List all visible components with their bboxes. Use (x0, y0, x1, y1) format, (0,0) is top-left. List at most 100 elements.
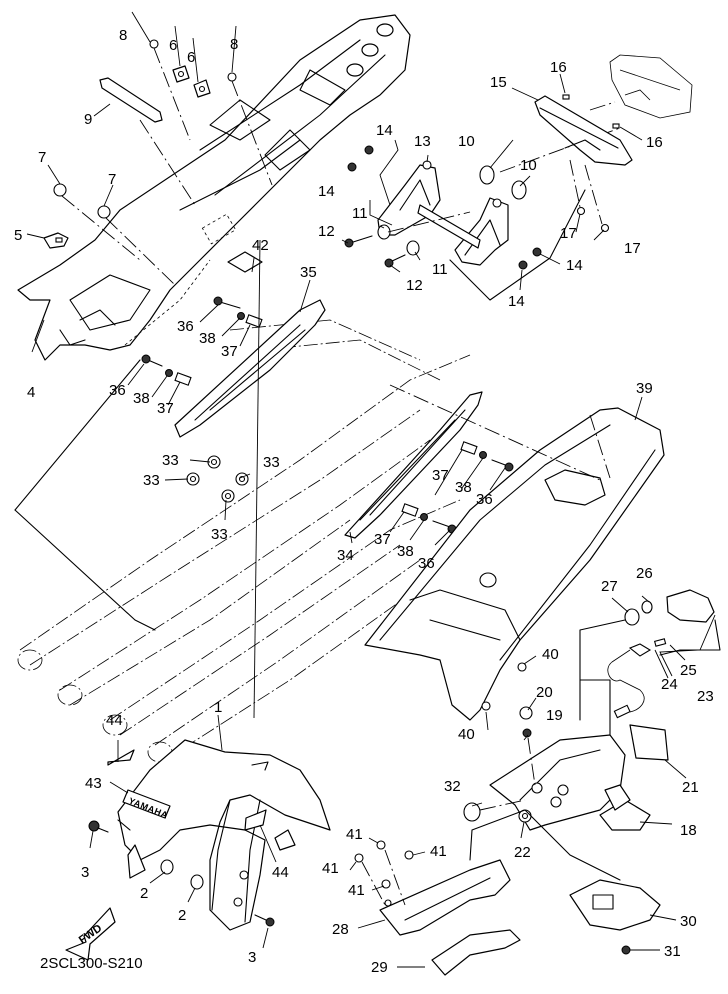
callout-4: 4 (27, 384, 35, 401)
side-rail-35 (174, 299, 326, 438)
callout-36: 36 (109, 382, 126, 399)
callout-16: 16 (646, 134, 663, 151)
callout-2: 2 (140, 885, 148, 902)
screws-14 (347, 145, 542, 270)
diagram-code: 2SCL300-S210 (40, 955, 143, 972)
callout-10: 10 (458, 133, 475, 150)
grab-bar-15 (534, 95, 633, 166)
callout-36: 36 (177, 318, 194, 335)
nuts-33 (186, 455, 249, 503)
callout-14: 14 (566, 257, 583, 274)
callout-37: 37 (432, 467, 449, 484)
undertray-39 (364, 407, 665, 721)
callout-24: 24 (661, 676, 678, 693)
grommets-2 (160, 859, 204, 890)
callout-41: 41 (430, 843, 447, 860)
callout-41: 41 (322, 860, 339, 877)
fender-decal-44 (107, 749, 267, 831)
callout-33: 33 (263, 454, 280, 471)
callout-15: 15 (490, 74, 507, 91)
dampers-10 (479, 165, 527, 200)
clip-nuts-6 (172, 65, 211, 98)
subframe-phantom (17, 319, 471, 763)
callout-18: 18 (680, 822, 697, 839)
clip-nut-5 (43, 232, 69, 249)
callout-37: 37 (157, 400, 174, 417)
callout-38: 38 (199, 330, 216, 347)
collars-11 (377, 224, 420, 256)
side-rail-34 (344, 391, 483, 539)
callout-30: 30 (680, 913, 697, 930)
bracket-28 (379, 859, 511, 936)
bracket-30 (569, 879, 661, 931)
screw-31 (621, 945, 631, 955)
callout-8: 8 (119, 27, 127, 44)
fastener-set-c (460, 441, 514, 472)
callout-21: 21 (682, 779, 699, 796)
fastener-set-a (213, 296, 263, 328)
fastener-set-d (401, 503, 457, 534)
callout-40: 40 (458, 726, 475, 743)
bolts-12 (344, 235, 406, 268)
callout-5: 5 (14, 227, 22, 244)
callout-17: 17 (560, 225, 577, 242)
label-42 (227, 251, 263, 273)
callout-11: 11 (432, 261, 448, 278)
callout-12: 12 (406, 277, 423, 294)
callout-23: 23 (697, 688, 714, 705)
callout-27: 27 (601, 578, 618, 595)
band-9 (99, 77, 163, 123)
callout-35: 35 (300, 264, 317, 281)
callout-2: 2 (178, 907, 186, 924)
callout-13: 13 (414, 133, 431, 150)
callout-3: 3 (81, 864, 89, 881)
rivets-7 (53, 183, 111, 219)
callout-33: 33 (162, 452, 179, 469)
callout-28: 28 (332, 921, 349, 938)
license-bracket-18 (489, 734, 651, 831)
callout-7: 7 (108, 171, 116, 188)
callout-10: 10 (520, 157, 537, 174)
leader-lines (26, 11, 716, 968)
callout-25: 25 (680, 662, 697, 679)
rear-fender-assembly (17, 14, 411, 361)
callout-7: 7 (38, 149, 46, 166)
callout-labels: 1 2 2 3 3 4 5 6 6 7 7 8 8 9 10 10 11 11 … (14, 27, 714, 976)
fastener-set-b (141, 354, 192, 386)
callout-43: 43 (85, 775, 102, 792)
callout-8: 8 (230, 36, 238, 53)
nuts-16 (562, 94, 620, 129)
callout-29: 29 (371, 959, 388, 976)
bolts-3 (88, 820, 275, 927)
callout-9: 9 (84, 111, 92, 128)
callout-33: 33 (143, 472, 160, 489)
callout-3: 3 (248, 949, 256, 966)
reflector-21 (629, 724, 669, 761)
callout-20: 20 (536, 684, 553, 701)
callout-37: 37 (374, 531, 391, 548)
callout-42: 42 (252, 237, 269, 254)
callout-39: 39 (636, 380, 653, 397)
callout-40: 40 (542, 646, 559, 663)
callout-26: 26 (636, 565, 653, 582)
turn-signal-assembly (607, 589, 715, 719)
callout-41: 41 (346, 826, 363, 843)
callout-31: 31 (664, 943, 681, 960)
small-parts-19-20-22-32 (463, 706, 533, 823)
callout-6: 6 (187, 49, 195, 66)
callout-38: 38 (133, 390, 150, 407)
bracket-29 (431, 929, 521, 976)
callout-14: 14 (318, 183, 335, 200)
callout-36: 36 (418, 555, 435, 572)
callout-14: 14 (376, 122, 393, 139)
callout-34: 34 (337, 547, 354, 564)
seat-lock-brackets (377, 160, 509, 266)
callout-17: 17 (624, 240, 641, 257)
callout-37: 37 (221, 343, 238, 360)
callout-6: 6 (169, 37, 177, 54)
callout-44: 44 (106, 712, 123, 729)
front-fender-1 (117, 739, 331, 931)
screws-40 (481, 662, 527, 711)
tail-light (609, 54, 693, 119)
